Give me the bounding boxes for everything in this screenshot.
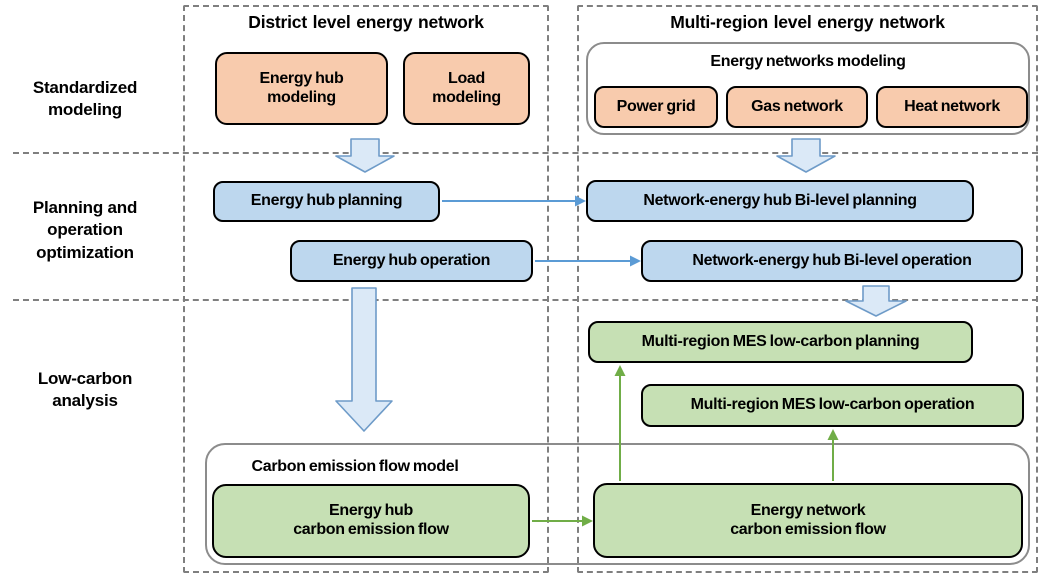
row-label-standardized-modeling: Standardized modeling — [32, 78, 138, 120]
row-separator-1 — [13, 152, 1038, 154]
carbon-emission-flow-model-container — [205, 443, 1030, 565]
power-grid-box: Power grid — [594, 86, 718, 128]
district-column-header: District level energy network — [248, 12, 484, 32]
network-energy-hub-bilevel-planning-box: Network-energy hub Bi-level planning — [586, 180, 974, 222]
multi-region-mes-low-carbon-operation-box: Multi-region MES low-carbon operation — [641, 384, 1024, 427]
energy-network-carbon-emission-flow-box: Energy network carbon emission flow — [593, 483, 1023, 558]
load-modeling-box: Load modeling — [403, 52, 530, 125]
heat-network-box: Heat network — [876, 86, 1028, 128]
row-label-low-carbon-analysis: Low-carbon analysis — [37, 369, 133, 411]
energy-hub-operation-box: Energy hub operation — [290, 240, 533, 282]
energy-networks-modeling-label: Energy networks modeling — [710, 53, 906, 70]
gas-network-box: Gas network — [726, 86, 868, 128]
energy-networks-modeling-container — [586, 42, 1030, 135]
carbon-emission-flow-model-label: Carbon emission flow model — [251, 458, 459, 475]
row-label-planning-operation-optimization: Planning and operation optimization — [32, 198, 138, 262]
multi-region-column-frame — [577, 5, 1038, 573]
multi-region-mes-low-carbon-planning-box: Multi-region MES low-carbon planning — [588, 321, 973, 363]
multi-region-column-header: Multi-region level energy network — [670, 12, 945, 32]
energy-hub-modeling-box: Energy hub modeling — [215, 52, 388, 125]
district-column-frame — [183, 5, 549, 573]
row-separator-2 — [13, 299, 1038, 301]
network-energy-hub-bilevel-operation-box: Network-energy hub Bi-level operation — [641, 240, 1023, 282]
energy-hub-carbon-emission-flow-box: Energy hub carbon emission flow — [212, 484, 530, 558]
energy-hub-planning-box: Energy hub planning — [213, 181, 440, 222]
